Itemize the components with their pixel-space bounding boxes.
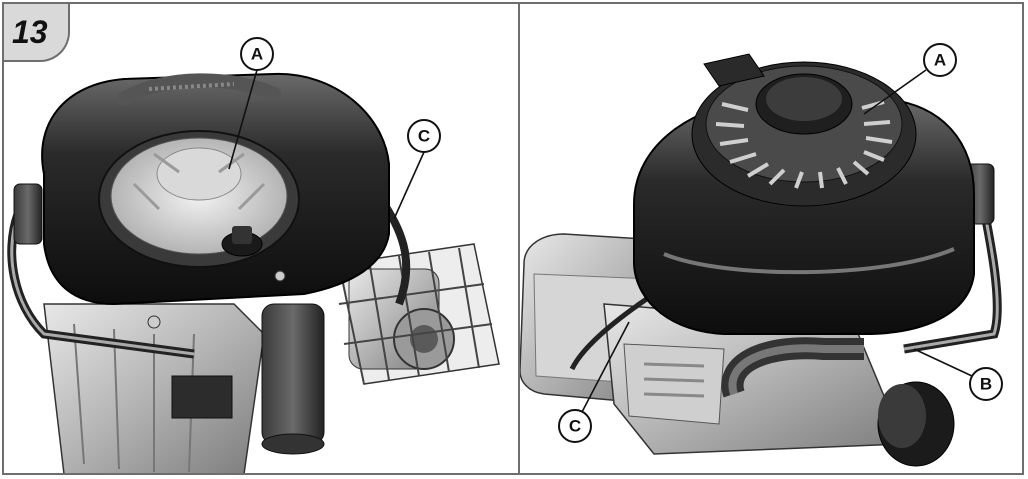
callout-left-a-label: A bbox=[251, 45, 263, 64]
callout-left-a: A bbox=[240, 37, 274, 71]
callout-right-a: A bbox=[923, 43, 957, 77]
figure-number: 13 bbox=[12, 14, 48, 50]
leader-left-a bbox=[228, 69, 258, 170]
panel-divider bbox=[518, 4, 520, 473]
leader-right-b bbox=[913, 348, 973, 377]
leader-left-c bbox=[393, 151, 425, 220]
callout-right-b: B bbox=[969, 367, 1003, 401]
callout-left-c-label: C bbox=[418, 127, 430, 146]
callout-right-a-label: A bbox=[934, 51, 946, 70]
callout-right-b-label: B bbox=[980, 375, 992, 394]
engine-illustration: A C A B C bbox=[7, 37, 1003, 473]
left-engine bbox=[7, 72, 500, 473]
muffler-cage bbox=[338, 243, 500, 385]
callout-right-c-label: C bbox=[569, 417, 581, 436]
leader-right-a bbox=[863, 69, 927, 115]
leader-right-c bbox=[581, 321, 630, 413]
figure-badge: 13 bbox=[4, 4, 70, 62]
right-engine bbox=[519, 53, 1002, 467]
callout-right-c: C bbox=[558, 409, 592, 443]
callout-left-c: C bbox=[407, 119, 441, 153]
